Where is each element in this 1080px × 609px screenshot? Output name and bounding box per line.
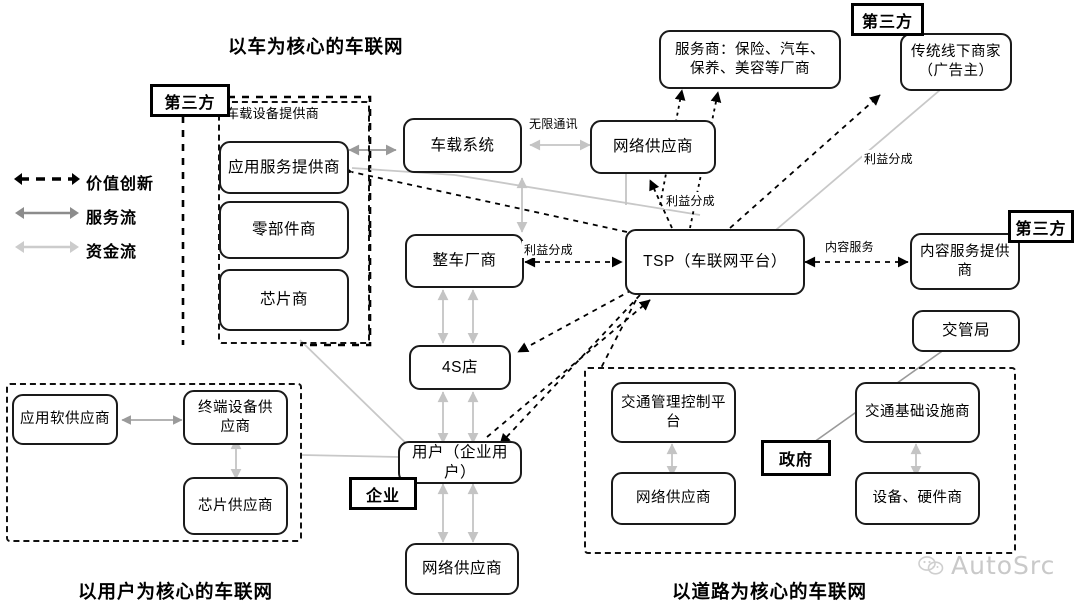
- badge-third-party-left[interactable]: 第三方: [150, 84, 230, 117]
- legend-label-service-flow: 服务流: [86, 210, 138, 227]
- traffic-bureau[interactable]: 交管局: [912, 310, 1020, 352]
- watermark-label: AutoSrc: [951, 551, 1056, 580]
- dealership-4s[interactable]: 4S店: [409, 345, 511, 390]
- watermark: AutoSrc: [918, 551, 1055, 580]
- traffic-infrastructure-vendor[interactable]: 交通基础设施商: [855, 382, 980, 443]
- network-provider-top[interactable]: 网络供应商: [590, 120, 716, 174]
- app-software-supplier[interactable]: 应用软供应商: [12, 394, 118, 445]
- section-title-road: 以道路为核心的车联网: [672, 581, 868, 602]
- parts-supplier[interactable]: 零部件商: [219, 201, 349, 259]
- badge-third-party-right[interactable]: 第三方: [1008, 210, 1074, 243]
- chip-maker[interactable]: 芯片商: [219, 269, 349, 331]
- network-provider-bottom[interactable]: 网络供应商: [405, 543, 519, 595]
- chip-supplier[interactable]: 芯片供应商: [183, 477, 288, 535]
- service-providers[interactable]: 服务商：保险、汽车、保养、美容等厂商: [659, 30, 841, 89]
- legend-row-capital-flow: 资金流: [8, 234, 198, 268]
- user-enterprise[interactable]: 用户（企业用户）: [398, 441, 522, 484]
- section-title-vehicle: 以车为核心的车联网: [228, 36, 404, 57]
- network-provider-road[interactable]: 网络供应商: [611, 472, 736, 525]
- legend-label-capital-flow: 资金流: [86, 244, 138, 261]
- section-title-user: 以用户为核心的车联网: [78, 581, 274, 602]
- wechat-icon: [918, 555, 944, 575]
- badge-enterprise[interactable]: 企业: [349, 477, 417, 510]
- badge-government[interactable]: 政府: [761, 440, 831, 476]
- content-service-label: 内容服务: [823, 238, 876, 255]
- profit-share-oem-label: 利益分成: [522, 241, 575, 258]
- vehicle-system[interactable]: 车载系统: [403, 118, 522, 173]
- offline-merchant[interactable]: 传统线下商家（广告主）: [900, 33, 1012, 91]
- wireless-comm-label: 无限通讯: [527, 115, 580, 132]
- traffic-control-platform[interactable]: 交通管理控制平台: [611, 382, 736, 443]
- legend-row-service-flow: 服务流: [8, 200, 198, 234]
- profit-share-network-label: 利益分成: [664, 192, 717, 209]
- vehicle-manufacturer[interactable]: 整车厂商: [405, 234, 524, 288]
- badge-third-party-top-right[interactable]: 第三方: [851, 3, 924, 36]
- terminal-device-supplier[interactable]: 终端设备供应商: [183, 390, 288, 445]
- legend-row-value-innovation: 价值创新: [8, 166, 198, 200]
- content-service-provider[interactable]: 内容服务提供商: [910, 233, 1020, 290]
- legend-label-value-innovation: 价值创新: [86, 176, 155, 193]
- profit-share-offline-label: 利益分成: [862, 150, 915, 167]
- tsp-platform[interactable]: TSP（车联网平台）: [625, 229, 805, 295]
- group-user-centric: [6, 383, 302, 542]
- equipment-hardware-vendor[interactable]: 设备、硬件商: [855, 472, 980, 525]
- app-service-provider[interactable]: 应用服务提供商: [219, 141, 349, 194]
- legend: 价值创新 服务流 资金流: [8, 166, 198, 268]
- onboard-device-supplier-caption: 车载设备提供商: [226, 106, 320, 121]
